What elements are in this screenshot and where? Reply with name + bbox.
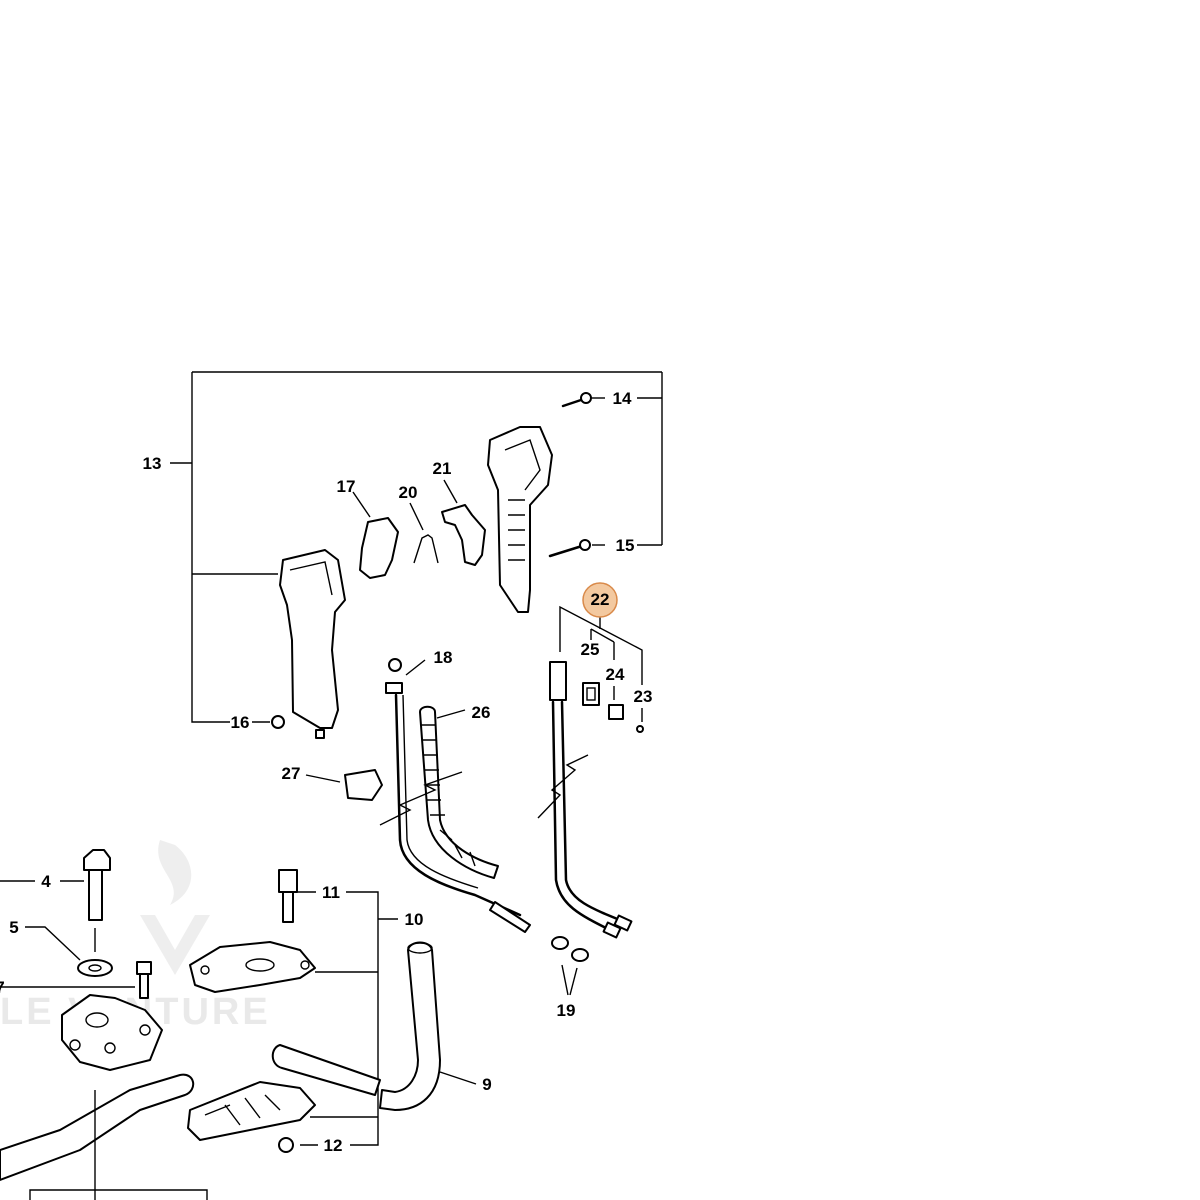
label-9[interactable]: 9 <box>482 1075 491 1094</box>
trigger-17 <box>352 491 399 579</box>
label-24[interactable]: 24 <box>606 665 625 684</box>
lever-21 <box>441 479 486 566</box>
label-12[interactable]: 12 <box>324 1136 343 1155</box>
label-23[interactable]: 23 <box>634 687 653 706</box>
handle-half-right <box>487 426 553 613</box>
label-5[interactable]: 5 <box>9 918 18 937</box>
wiring-harness-22 <box>549 605 643 939</box>
screw-14 <box>561 392 605 408</box>
washer-5 <box>25 926 113 977</box>
label-11[interactable]: 11 <box>322 883 340 902</box>
nut-16 <box>252 715 285 729</box>
terminal-25 <box>582 682 600 706</box>
label-16[interactable]: 16 <box>231 713 250 732</box>
break-marks <box>379 754 589 826</box>
clamp-cap-upper <box>189 941 316 993</box>
clamp-cap-lower <box>187 1081 316 1141</box>
nut-24 <box>608 686 624 720</box>
handle-half-left <box>279 549 346 739</box>
label-18[interactable]: 18 <box>434 648 453 667</box>
label-4[interactable]: 4 <box>41 872 51 891</box>
label-10[interactable]: 10 <box>405 910 424 929</box>
label-14[interactable]: 14 <box>613 389 632 408</box>
label-19[interactable]: 19 <box>557 1001 576 1020</box>
label-13[interactable]: 13 <box>143 454 162 473</box>
handlebar-left <box>0 1073 208 1200</box>
bracket-13 <box>170 371 663 723</box>
bracket-10 <box>310 891 398 1146</box>
screw-23 <box>636 708 644 733</box>
clip-27 <box>305 769 383 801</box>
label-7[interactable]: 7 <box>0 978 5 997</box>
screw-11 <box>278 869 316 923</box>
highlight-22-circle[interactable] <box>582 582 618 618</box>
label-25[interactable]: 25 <box>581 640 600 659</box>
watermark: LE VENTURE <box>0 840 268 1033</box>
nuts-19 <box>551 936 589 996</box>
label-26[interactable]: 26 <box>472 703 491 722</box>
bolt-4 <box>0 849 111 952</box>
label-17[interactable]: 17 <box>337 477 356 496</box>
handlebar-clamp-left <box>61 994 163 1071</box>
part-labels: 13 14 15 16 17 20 21 22 25 24 23 18 26 2… <box>0 389 652 1155</box>
label-20[interactable]: 20 <box>399 483 418 502</box>
throttle-cable-18 <box>385 658 531 933</box>
screw-7 <box>0 961 152 999</box>
conduit-26 <box>419 705 499 879</box>
spring-20 <box>409 502 439 564</box>
label-15[interactable]: 15 <box>616 536 635 555</box>
label-21[interactable]: 21 <box>433 459 452 478</box>
nut-12 <box>278 1137 318 1153</box>
label-22[interactable]: 22 <box>591 590 610 609</box>
label-27[interactable]: 27 <box>282 764 301 783</box>
screw-15 <box>548 539 605 558</box>
handlebar-right <box>271 941 477 1111</box>
